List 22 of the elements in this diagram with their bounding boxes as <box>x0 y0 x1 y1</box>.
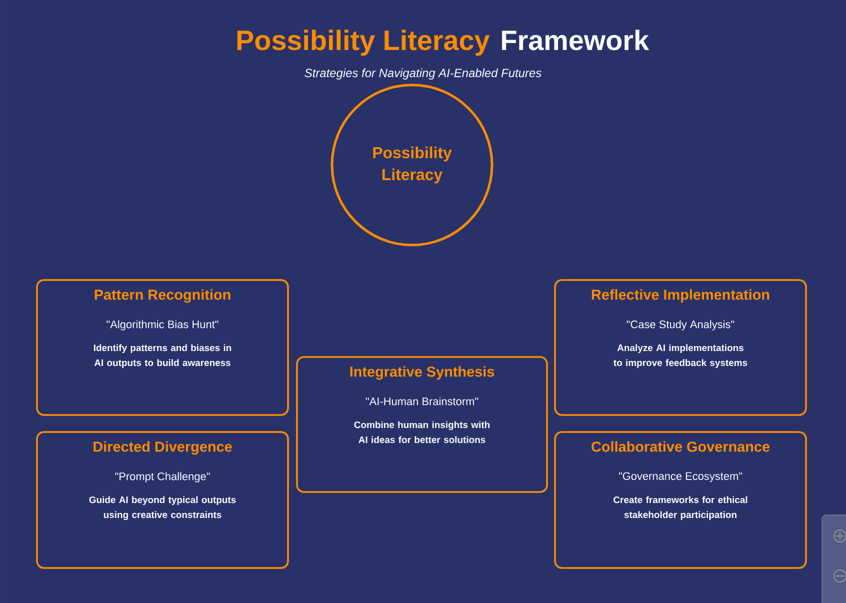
title: Framework <box>502 30 650 50</box>
quote-text: "Case Study Analysis" <box>626 320 734 330</box>
quote-text: "Prompt Challenge" <box>115 472 210 482</box>
quote-text: "AI-Human Brainstorm" <box>366 397 478 406</box>
strategy-card <box>554 279 807 416</box>
box-heading: Reflective Implementation <box>592 289 770 303</box>
description-text: Create frameworks for ethical stakeholder participation <box>614 496 748 520</box>
box-heading: Collaborative Governance <box>592 441 770 452</box>
description-text: Analyze AI implementations to improve feedback systems <box>614 344 748 368</box>
box-heading: Integrative Synthesis <box>350 366 494 380</box>
box-heading: Directed Divergence <box>94 441 232 455</box>
strategy-card <box>36 279 289 416</box>
description-text: Combine human insights with AI ideas for better solutions <box>354 421 490 444</box>
description-text: Guide AI beyond typical outputs using creative constraints <box>89 496 236 520</box>
box-heading: Pattern Recognition <box>94 289 230 303</box>
quote-text: "Algorithmic Bias Hunt" <box>106 320 218 330</box>
strategy-card <box>36 431 289 569</box>
description-text: Identify patterns and biases in AI outputs to build awareness <box>94 344 232 368</box>
strategy-card <box>296 356 548 493</box>
strategy-card <box>554 431 807 569</box>
quote-text: "Governance Ecosystem" <box>618 472 742 482</box>
title: Possibility Literacy <box>237 30 490 56</box>
